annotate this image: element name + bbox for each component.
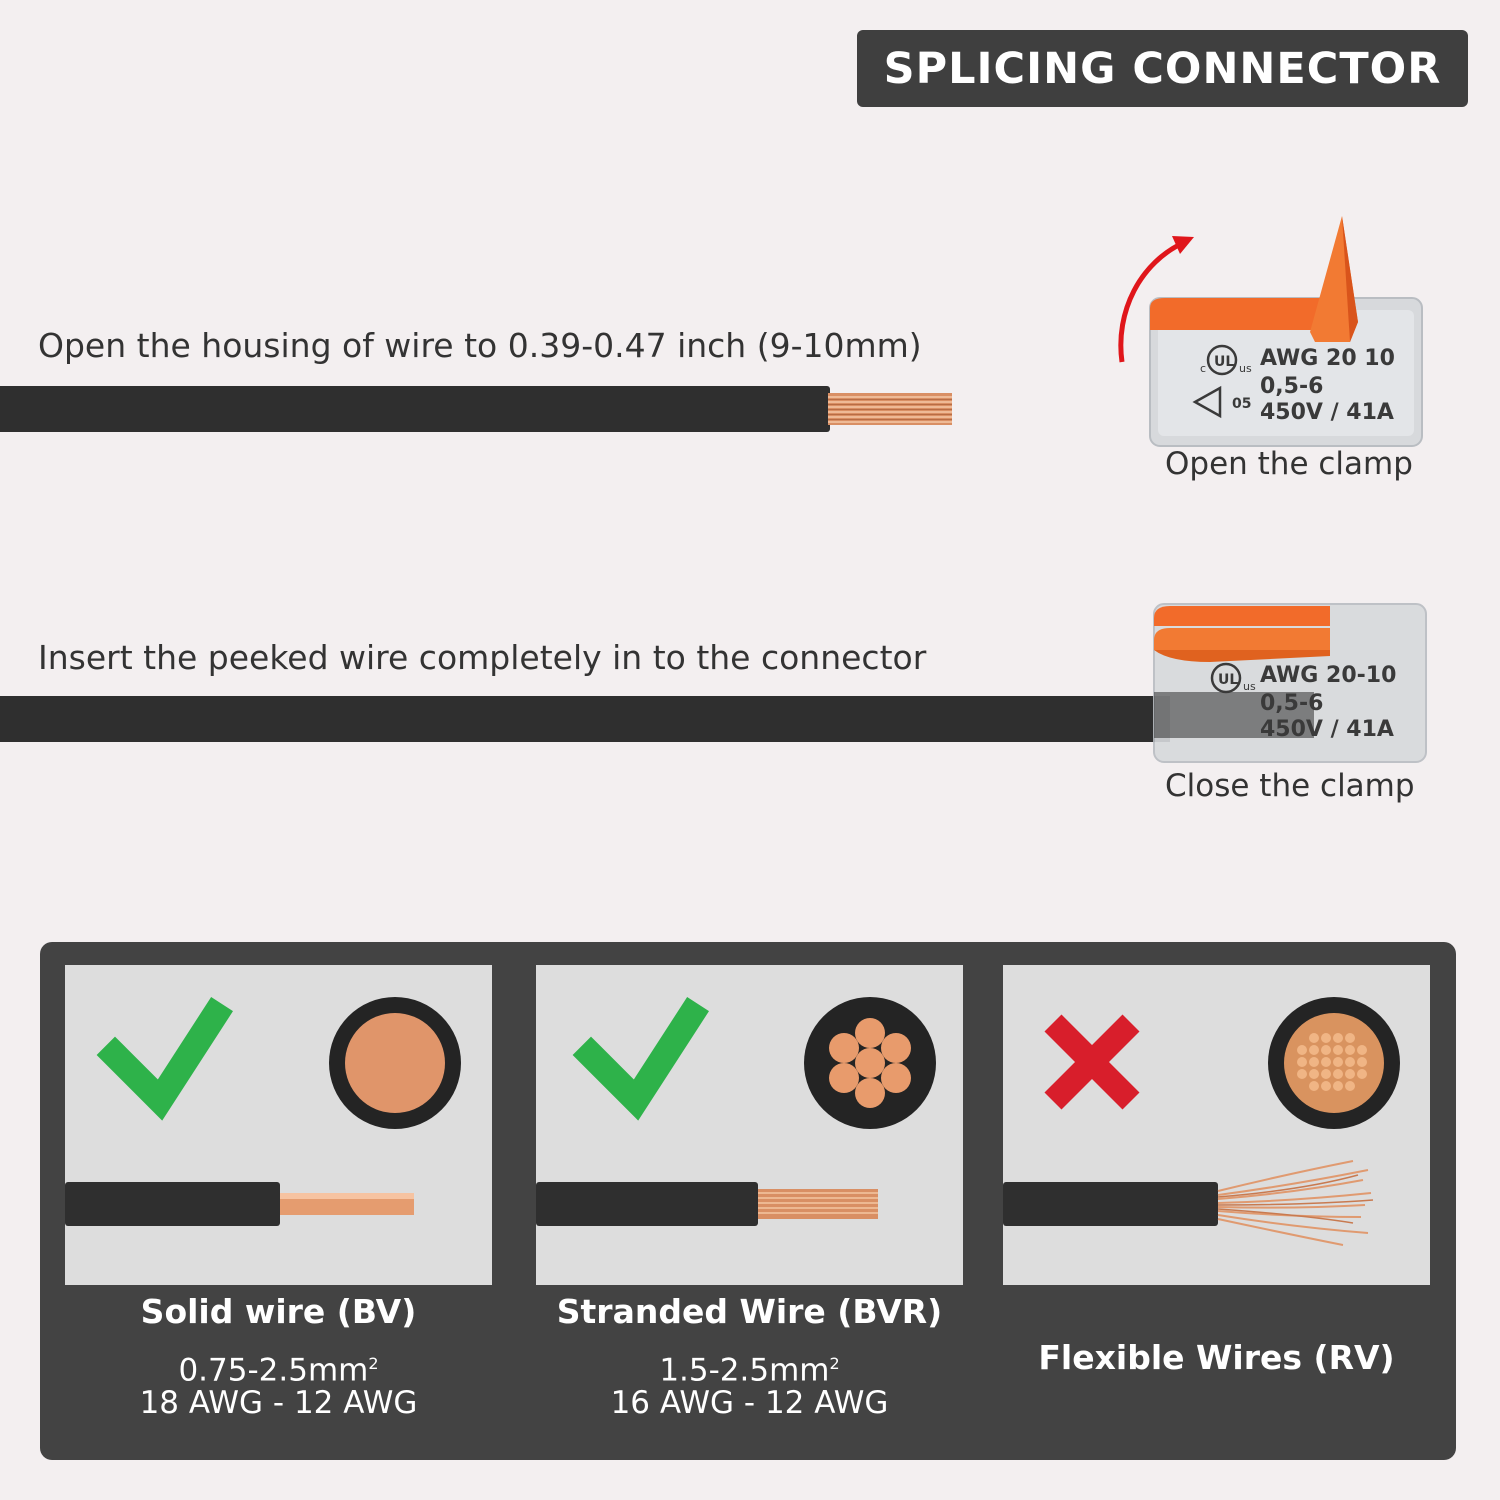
closed-rating-line-1: AWG 20-10 xyxy=(1260,663,1396,688)
inserted-wire xyxy=(0,696,1170,742)
page-title: SPLICING CONNECTOR xyxy=(857,30,1468,107)
cross-icon xyxy=(1044,1014,1140,1110)
open-arrow-icon xyxy=(1118,239,1187,363)
svg-text:c: c xyxy=(1200,362,1206,375)
step-2-instruction: Insert the peeked wire completely in to … xyxy=(38,638,927,677)
solid-wire-card xyxy=(65,965,492,1285)
check-icon xyxy=(96,997,233,1121)
svg-text:us: us xyxy=(1243,680,1256,693)
rating-line-3: 450V / 41A xyxy=(1260,400,1394,425)
stranded-wire-range-mm: 1.5-2.5mm2 xyxy=(659,1352,840,1389)
step-1-instruction: Open the housing of wire to 0.39-0.47 in… xyxy=(38,326,922,365)
rating-line-1: AWG 20 10 xyxy=(1260,346,1395,371)
ul-mark-icon xyxy=(1206,344,1238,376)
stranded-wire-icon xyxy=(536,1182,878,1226)
connector-open-icon: AWG 20 10 0,5-6 450V / 41A UL c us 05 xyxy=(1118,216,1423,447)
solid-wire-range-mm: 0.75-2.5mm2 xyxy=(178,1352,379,1389)
closed-ul-mark-icon xyxy=(1210,662,1242,694)
check-icon xyxy=(572,997,709,1121)
connector-closed-icon: AWG 20-10 0,5-6 450V / 41A UL us xyxy=(1153,603,1427,763)
svg-text:us: us xyxy=(1239,362,1252,375)
stranded-cross-section-icon xyxy=(804,997,936,1129)
stranded-wire-range-awg: 16 AWG - 12 AWG xyxy=(610,1385,889,1421)
svg-text:UL: UL xyxy=(1214,354,1234,370)
stranded-wire-card xyxy=(536,965,963,1285)
stripped-wire xyxy=(0,386,830,432)
stranded-wire-name: Stranded Wire (BVR) xyxy=(556,1292,943,1331)
solid-wire-icon xyxy=(65,1182,414,1226)
closed-rating-line-2: 0,5-6 xyxy=(1260,691,1323,716)
flexible-wire-name: Flexible Wires (RV) xyxy=(1038,1338,1395,1377)
solid-cross-section-icon xyxy=(329,997,461,1129)
solid-wire-name: Solid wire (BV) xyxy=(140,1292,417,1331)
cert-mark-icon xyxy=(1192,385,1222,419)
solid-wire-range-awg: 18 AWG - 12 AWG xyxy=(139,1385,418,1421)
open-clamp-label: Open the clamp xyxy=(1165,446,1413,482)
copper-strands-icon xyxy=(828,393,952,425)
flexible-cross-section-icon xyxy=(1268,997,1400,1129)
svg-text:05: 05 xyxy=(1232,396,1251,412)
close-clamp-label: Close the clamp xyxy=(1165,768,1415,804)
closed-rating-line-3: 450V / 41A xyxy=(1260,717,1394,742)
flexible-wire-icon xyxy=(1003,1160,1374,1246)
flexible-wire-card xyxy=(1003,965,1430,1285)
rating-line-2: 0,5-6 xyxy=(1260,374,1323,399)
svg-text:UL: UL xyxy=(1218,672,1238,688)
